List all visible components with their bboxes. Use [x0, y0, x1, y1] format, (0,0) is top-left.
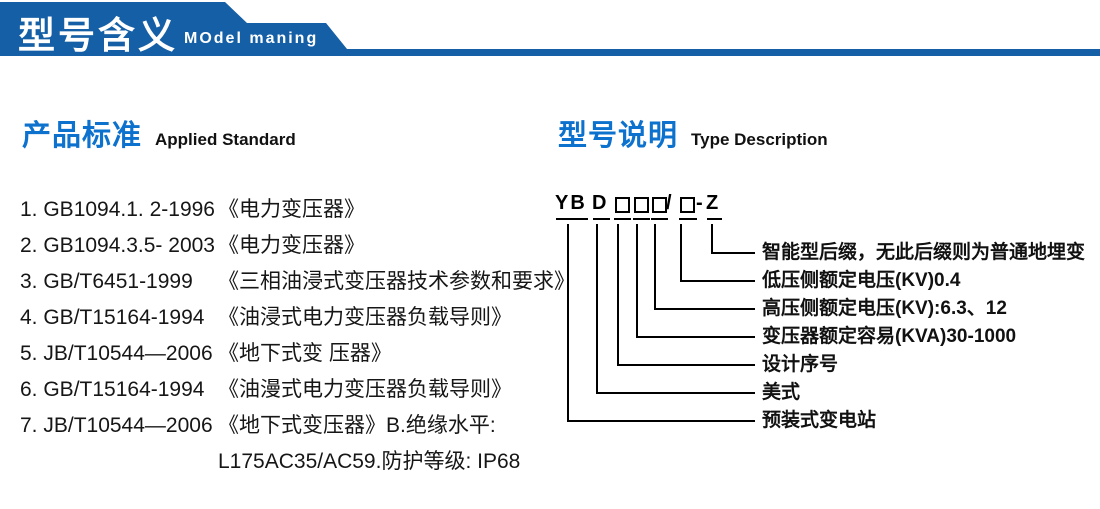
code-placeholder-box: [615, 197, 630, 213]
code-part-style: D: [592, 192, 609, 214]
standard-item: 6. GB/T15164-1994 《油漫式电力变压器负载导则》: [20, 378, 555, 414]
standard-code: 6. GB/T15164-1994: [20, 378, 205, 401]
type-description-heading-cn: 型号说明: [558, 120, 679, 152]
connector-capacity-box: [636, 224, 755, 338]
code-placeholder-box: [680, 197, 695, 213]
standard-title: L175AC35/AC59.防护等级: IP68: [218, 450, 521, 473]
label-lv-rated-voltage: 低压侧额定电压(KV)0.4: [762, 270, 961, 291]
header-banner-polygon: [0, 2, 1100, 56]
label-rated-capacity: 变压器额定容易(KVA)30-1000: [762, 326, 1017, 347]
header-banner-shape: [0, 2, 1100, 56]
standard-item: 2. GB1094.3.5- 2003 《电力变压器》: [20, 234, 555, 270]
connector-hv-box: [654, 224, 755, 310]
standard-code: 4. GB/T15164-1994: [20, 306, 205, 329]
standard-item: 1. GB1094.1. 2-1996 《电力变压器》: [20, 198, 555, 234]
model-code-diagram-lines: [556, 197, 755, 422]
code-part-suffix: Z: [706, 192, 721, 214]
standards-list: 1. GB1094.1. 2-1996 《电力变压器》 2. GB1094.3.…: [20, 198, 575, 486]
standard-code: 1. GB1094.1. 2-1996: [20, 198, 215, 221]
connector-style-d: [596, 224, 755, 394]
connector-prefix-yb: [567, 224, 755, 422]
standard-item: 5. JB/T10544—2006 《地下式变 压器》: [20, 342, 555, 378]
code-placeholder-box: [652, 197, 667, 213]
label-design-number: 设计序号: [762, 354, 839, 375]
standard-item-continuation: L175AC35/AC59.防护等级: IP68: [20, 450, 555, 486]
standard-title: 《油漫式电力变压器负载导则》: [218, 378, 512, 401]
standard-code: 2. GB1094.3.5- 2003: [20, 234, 215, 257]
type-description-heading: 型号说明 Type Description: [558, 112, 828, 154]
code-placeholder-boxes: [615, 197, 695, 213]
standard-item: 4. GB/T15164-1994 《油浸式电力变压器负载导则》: [20, 306, 555, 342]
applied-standard-heading-cn: 产品标准: [22, 120, 143, 152]
applied-standard-heading-en: Applied Standard: [155, 130, 296, 149]
label-smart-suffix: 智能型后缀，无此后缀则为普通地埋变: [762, 242, 1086, 263]
page-title: 型号含义: [18, 15, 178, 56]
standard-title: 《电力变压器》: [218, 198, 365, 221]
model-code-diagram: YB D / - Z 智能型后缀，无此后缀则为普通地埋变 低压侧额定电压(KV)…: [550, 190, 1100, 505]
page-title-english: MOdel maning: [184, 30, 319, 47]
standard-title: 《地下式变压器》B.绝缘水平:: [218, 414, 496, 437]
connector-design-box: [617, 224, 755, 366]
standard-code: 5. JB/T10544—2006: [20, 342, 213, 365]
standard-title: 《三相油浸式变压器技术参数和要求》: [218, 270, 575, 293]
connector-lines: [567, 224, 755, 422]
code-part-prefix: YB: [555, 192, 587, 214]
standard-item: 7. JB/T10544—2006 《地下式变压器》B.绝缘水平:: [20, 414, 555, 450]
connector-lv-box: [680, 224, 755, 282]
standard-title: 《油浸式电力变压器负载导则》: [218, 306, 512, 329]
standard-code: 7. JB/T10544—2006: [20, 414, 213, 437]
code-part-dash: -: [696, 192, 705, 214]
label-prefab-substation: 预装式变电站: [762, 410, 877, 431]
connector-suffix: [711, 224, 755, 254]
standard-code: 3. GB/T6451-1999: [20, 270, 193, 293]
label-hv-rated-voltage: 高压侧额定电压(KV):6.3、12: [762, 298, 1007, 319]
type-description-heading-en: Type Description: [691, 130, 828, 149]
applied-standard-heading: 产品标准 Applied Standard: [22, 112, 296, 154]
code-part-slash: /: [666, 192, 674, 214]
standard-item: 3. GB/T6451-1999 《三相油浸式变压器技术参数和要求》: [20, 270, 575, 306]
standard-title: 《电力变压器》: [218, 234, 365, 257]
standard-title: 《地下式变 压器》: [218, 342, 392, 365]
label-american-style: 美式: [762, 382, 801, 403]
code-placeholder-box: [634, 197, 649, 213]
